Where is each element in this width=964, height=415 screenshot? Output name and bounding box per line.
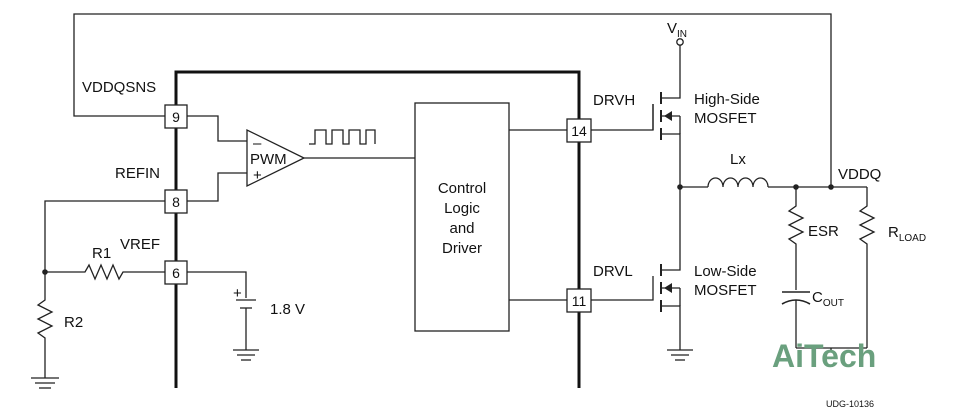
- pin-name-vref: VREF: [120, 236, 160, 253]
- ground-r2: [31, 377, 59, 389]
- esr-label: ESR: [808, 223, 839, 240]
- vin-label: VIN: [667, 20, 687, 40]
- pin-name-drvh: DRVH: [593, 92, 635, 109]
- pin-name-drvl: DRVL: [593, 263, 633, 280]
- pin-8: 8: [164, 189, 188, 214]
- pin-14-number: 14: [571, 123, 587, 139]
- pwm-plus-sign: +: [253, 167, 262, 184]
- aitech-watermark: AiTech: [772, 338, 876, 374]
- refin-divider-wire: [44, 200, 165, 270]
- vin-terminal: [676, 38, 684, 46]
- pin-11: 11: [566, 288, 592, 313]
- high-side-label-2: MOSFET: [694, 110, 757, 127]
- figure-id: UDG-10136: [826, 399, 874, 409]
- inductor-coil: [707, 177, 769, 188]
- pin-name-vddqsns: VDDQSNS: [82, 79, 156, 96]
- high-side-label-1: High-Side: [694, 91, 760, 108]
- control-line-3: and: [449, 220, 474, 237]
- pin-9-number: 9: [172, 109, 180, 125]
- control-line-4: Driver: [442, 240, 482, 257]
- r2-resistor: [36, 272, 54, 378]
- r1-resistor: [45, 263, 165, 281]
- r1-label: R1: [92, 245, 111, 262]
- low-side-mosfet: [591, 187, 681, 350]
- rload-resistor: [858, 187, 876, 348]
- low-side-label-2: MOSFET: [694, 282, 757, 299]
- pin-14: 14: [566, 118, 592, 143]
- pwm-minus-sign: –: [253, 135, 262, 152]
- pulse-train-symbol: [309, 129, 376, 145]
- battery-plus: +: [233, 285, 242, 302]
- vddqsns-feedback-wire: [73, 13, 832, 187]
- high-side-mosfet: [591, 88, 681, 187]
- pin-name-refin: REFIN: [115, 165, 160, 182]
- pin8-to-pwm-wire: [187, 172, 247, 202]
- pin9-to-pwm-wire: [187, 115, 247, 142]
- control-line-2: Logic: [444, 200, 480, 217]
- control-logic-block: [414, 102, 510, 332]
- r2-label: R2: [64, 314, 83, 331]
- pwm-label: PWM: [250, 151, 287, 168]
- inductor-label: Lx: [730, 151, 746, 168]
- battery-voltage-label: 1.8 V: [270, 301, 305, 318]
- vref-to-battery-wire: [187, 271, 247, 298]
- cout-label: COUT: [812, 289, 844, 309]
- pwm-comparator: [246, 128, 306, 188]
- pin-9: 9: [164, 104, 188, 129]
- low-side-label-1: Low-Side: [694, 263, 757, 280]
- ground-output: [796, 347, 867, 352]
- watermark-text: AiTech: [772, 338, 876, 374]
- pin-6-number: 6: [172, 265, 180, 281]
- ic-outline: [174, 70, 581, 388]
- pin-6: 6: [164, 260, 188, 285]
- pin-8-number: 8: [172, 194, 180, 210]
- rload-label: RLOAD: [888, 224, 926, 244]
- ground-battery: [233, 349, 259, 361]
- vddq-label: VDDQ: [838, 166, 881, 183]
- control-line-1: Control: [438, 180, 486, 197]
- pin-11-number: 11: [572, 293, 587, 309]
- esr-resistor: [787, 187, 805, 290]
- ground-low-side: [667, 349, 693, 361]
